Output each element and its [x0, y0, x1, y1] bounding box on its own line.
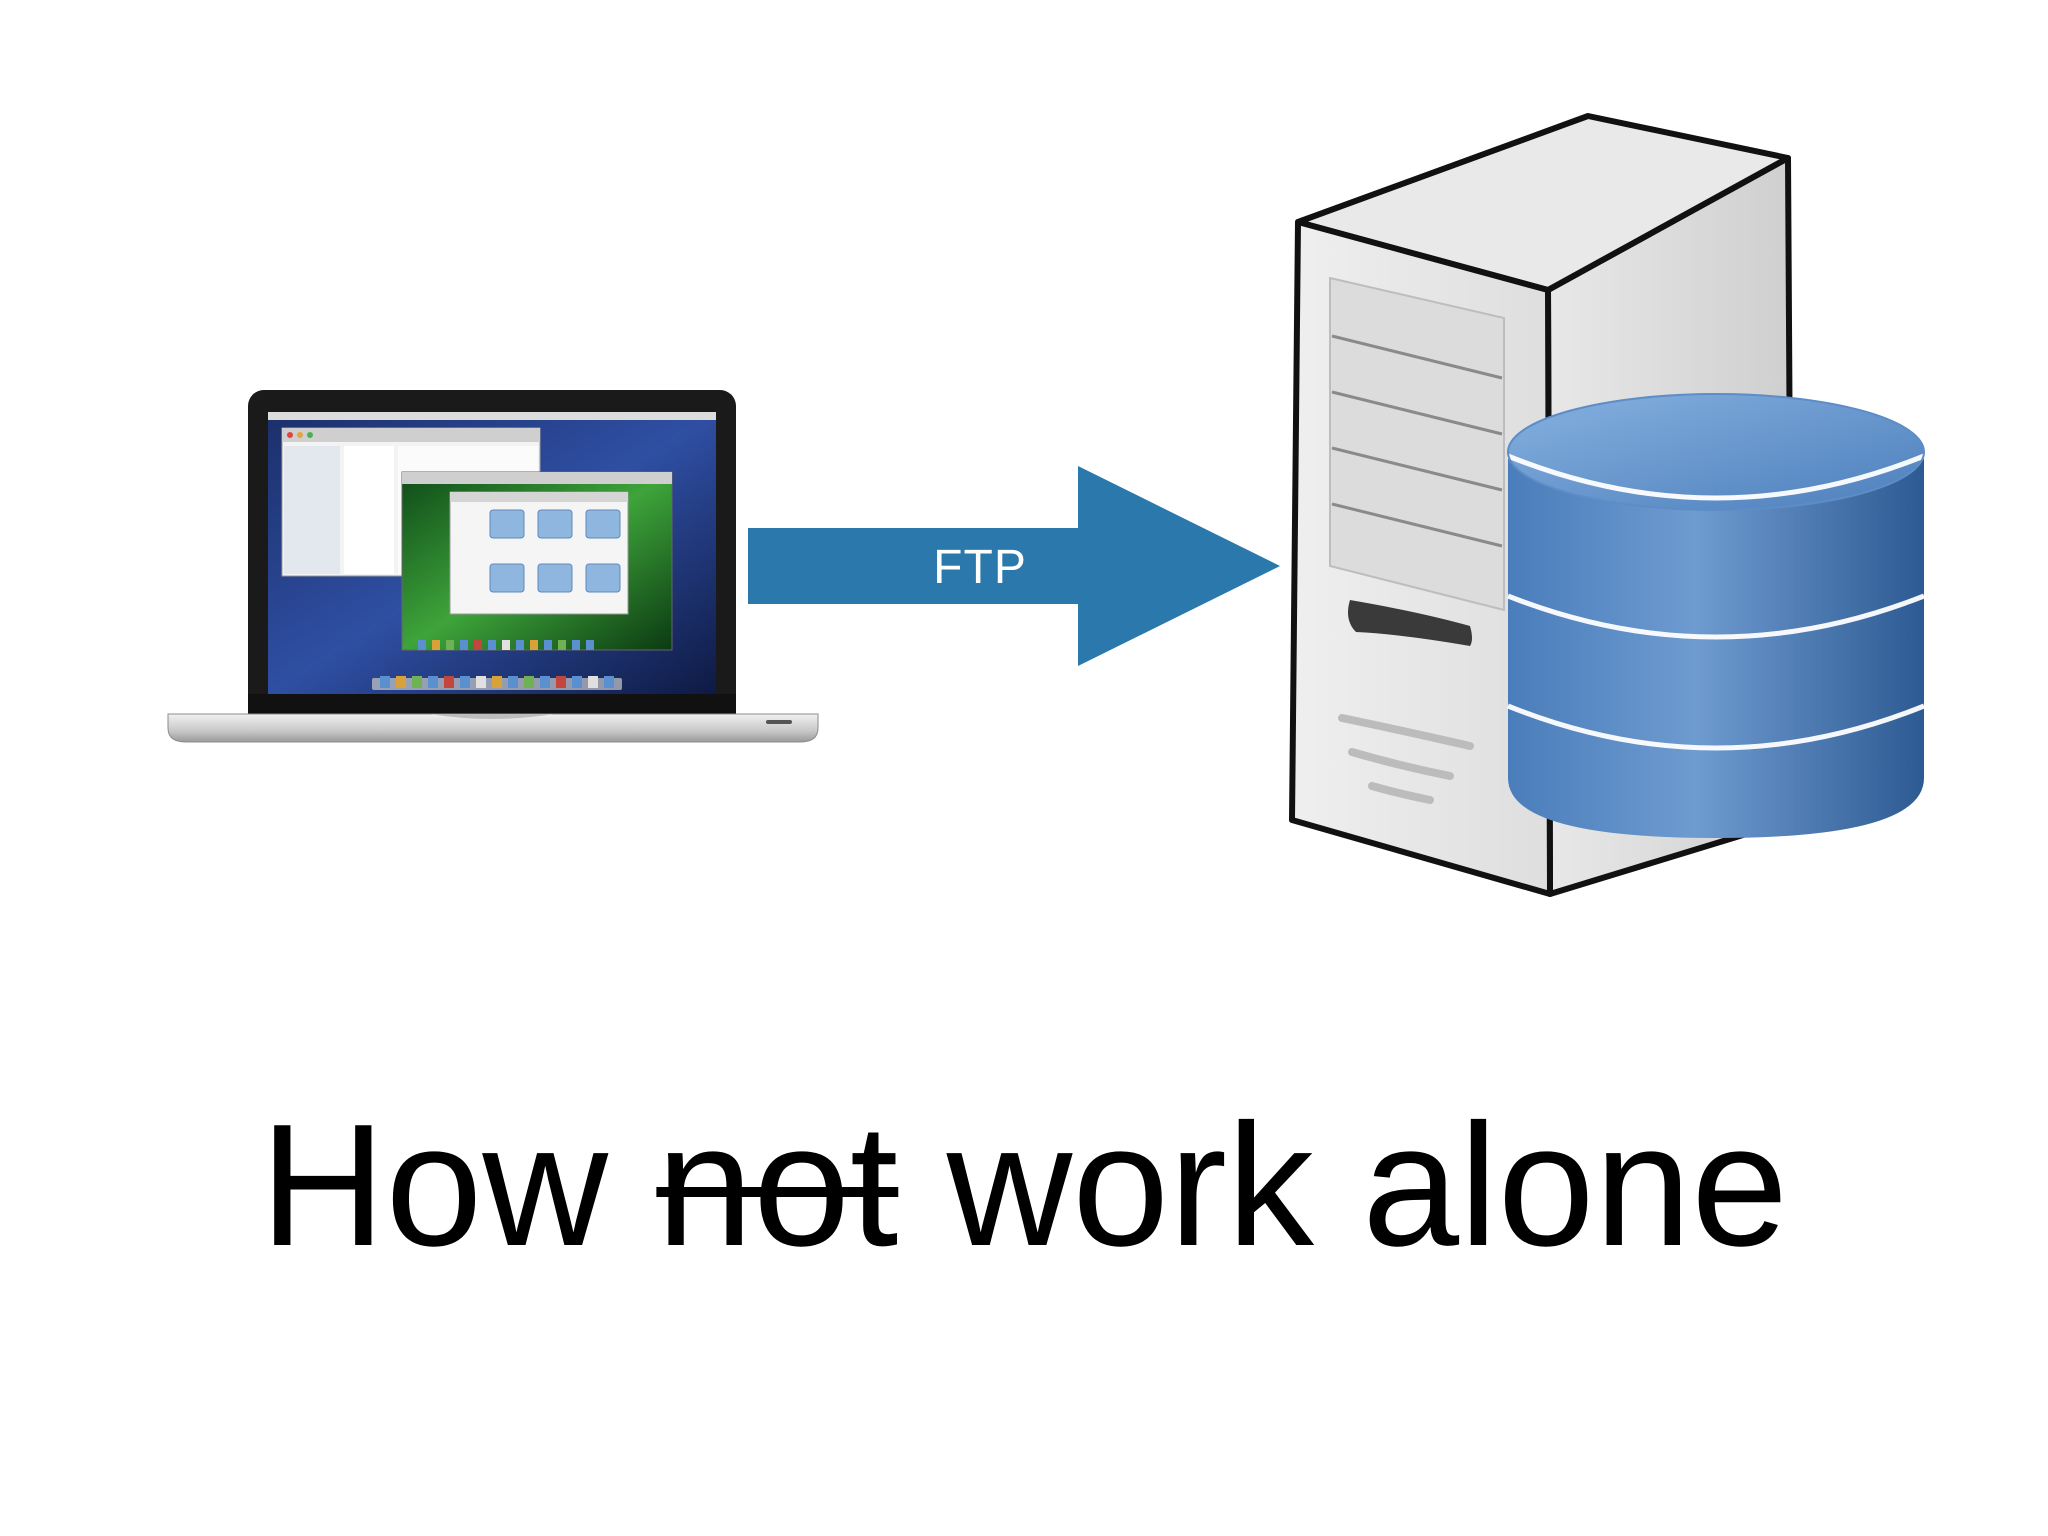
database-icon: [1507, 393, 1925, 838]
title-rest: work alone: [946, 1087, 1789, 1282]
title-struck-word: not: [656, 1087, 899, 1282]
dock: [372, 640, 622, 690]
arrow-label: FTP: [933, 541, 1027, 594]
photo-window: [401, 471, 673, 651]
ftp-arrow: [748, 466, 1280, 666]
laptop-icon: [167, 390, 819, 743]
title-word-how: How: [259, 1087, 609, 1282]
page-title: How not work alone: [0, 1085, 2048, 1285]
